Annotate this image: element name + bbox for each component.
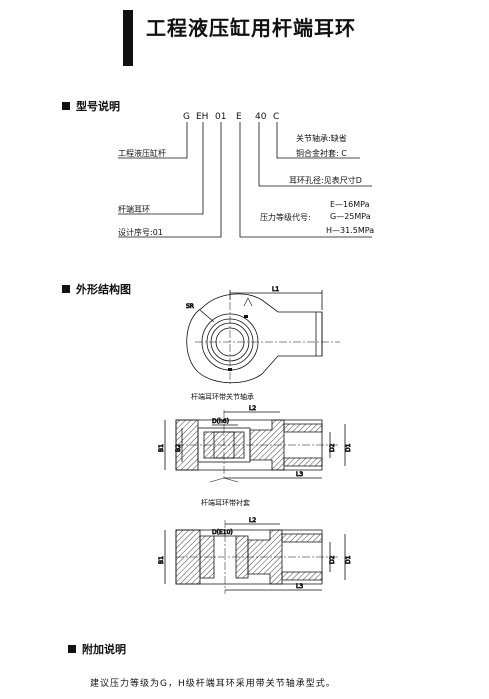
dim-sr: SR <box>186 303 194 310</box>
label-ring-bore: 耳环孔径:见表尺寸D <box>289 176 362 185</box>
dim-l2-a: L2 <box>249 405 256 412</box>
top-view <box>186 290 340 385</box>
label-rod-end-ring: 杆端耳环 <box>118 205 150 214</box>
code-40: 40 <box>255 112 267 122</box>
section-model: 型号说明 <box>62 98 120 114</box>
dim-b1-a: B1 <box>158 444 165 452</box>
note-text: 建议压力等级为G，H级杆端耳环采用带关节轴承型式。 <box>90 679 336 689</box>
section-bullet <box>68 645 76 653</box>
model-leader-lines <box>118 122 372 238</box>
dim-d2-a: D2 <box>329 443 336 452</box>
title-accent-bar <box>123 10 133 66</box>
dim-l3-a: L3 <box>296 471 303 478</box>
code-c: C <box>273 112 280 122</box>
label-joint-bearing: 关节轴承:缺省 <box>296 134 347 143</box>
section-view-bushing <box>164 520 346 594</box>
label-pressure-e: E—16MPa <box>330 200 370 209</box>
dim-d1-b: D1 <box>345 555 352 564</box>
section-structure: 外形结构图 <box>62 281 131 297</box>
section-notes-label: 附加说明 <box>82 643 126 656</box>
label-design-seq: 设计序号:01 <box>118 228 163 237</box>
label-pressure-g: G—25MPa <box>330 212 371 221</box>
section-structure-label: 外形结构图 <box>76 283 131 296</box>
caption-bearing: 杆端耳环带关节轴承 <box>191 393 254 401</box>
label-rod-end-cyl: 工程液压缸杆 <box>118 149 166 158</box>
dim-l1: L1 <box>272 286 279 293</box>
dim-d1-a: D1 <box>345 443 352 452</box>
code-g: G <box>183 112 190 122</box>
section-bullet <box>62 102 70 110</box>
label-pressure-h: H—31.5MPa <box>326 226 375 235</box>
dim-b2: B2 <box>175 444 182 452</box>
section-notes: 附加说明 <box>68 641 126 657</box>
dim-l3-b: L3 <box>296 583 303 590</box>
code-01: 01 <box>215 112 227 122</box>
label-pressure-code: 压力等级代号: <box>260 213 311 222</box>
page-title: 工程液压缸用杆端耳环 <box>146 16 356 40</box>
dim-b1-b: B1 <box>158 556 165 564</box>
code-eh: EH <box>196 112 209 122</box>
dim-d-h6: D(h6) <box>212 418 229 425</box>
section-view-bearing <box>164 410 346 483</box>
dim-d2-b: D2 <box>329 555 336 564</box>
dim-l2-b: L2 <box>249 517 256 524</box>
section-bullet <box>62 285 70 293</box>
label-bushing: 铜合金衬套: C <box>296 149 347 158</box>
section-model-label: 型号说明 <box>76 100 120 113</box>
dim-d-e10: D(E10) <box>212 529 233 536</box>
code-e: E <box>236 112 242 122</box>
caption-bushing: 杆端耳环带衬套 <box>201 499 250 507</box>
